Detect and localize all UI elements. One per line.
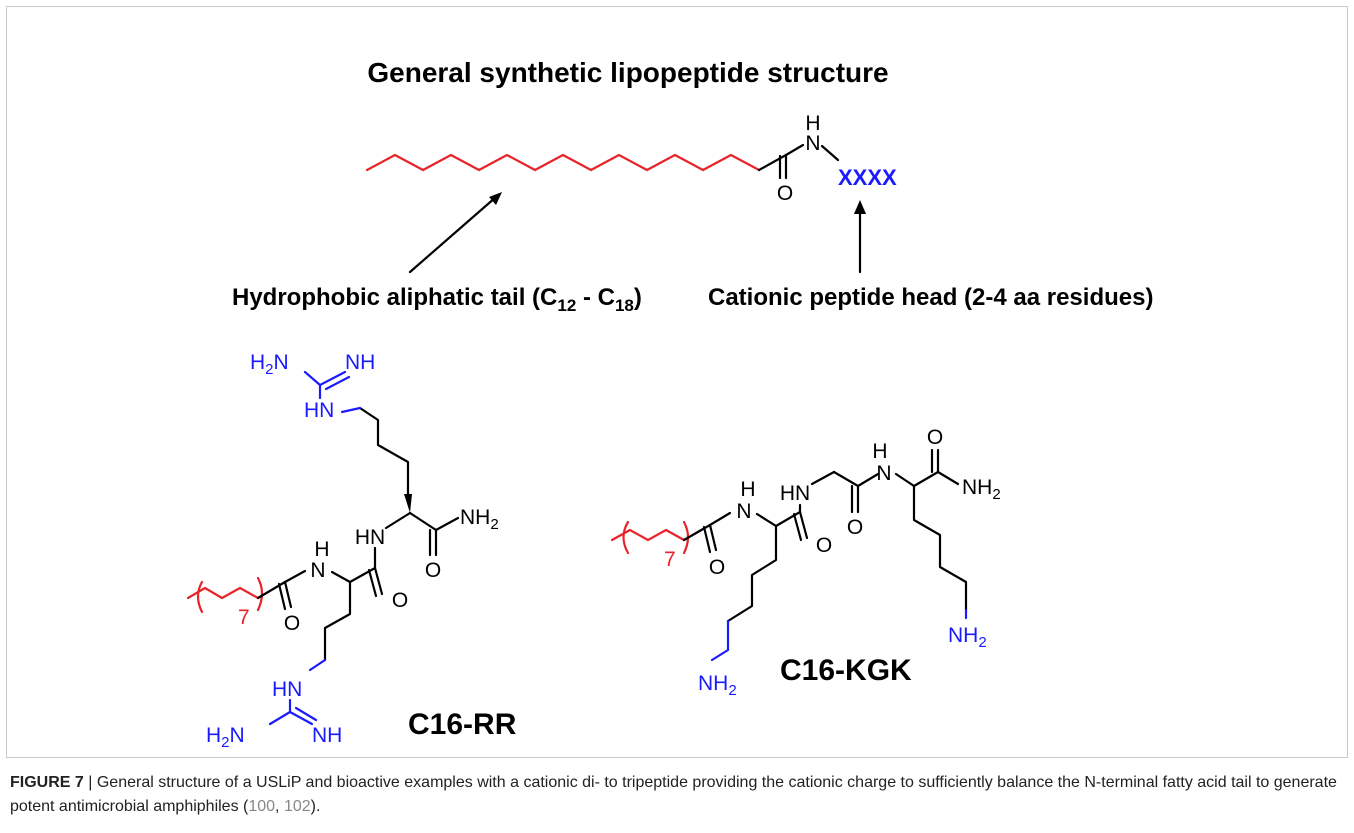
svg-text:O: O	[847, 516, 863, 539]
svg-text:N: N	[736, 500, 751, 523]
c16-kgk-structure: 7 O N H O NH2 HN O N H NH2	[610, 426, 1001, 699]
figure-frame	[6, 6, 1348, 758]
svg-text:HN: HN	[780, 482, 810, 505]
svg-text:H2N: H2N	[206, 724, 245, 751]
lipopeptide-diagram: General synthetic lipopeptide structure …	[186, 57, 1153, 751]
rr-compound-name: C16-RR	[408, 708, 517, 741]
svg-text:H: H	[314, 538, 329, 561]
svg-text:O: O	[927, 426, 943, 449]
peptide-placeholder: XXXX	[838, 165, 897, 190]
tail-label: Hydrophobic aliphatic tail (C12 - C18)	[232, 284, 642, 315]
n-to-peptide-bond	[820, 144, 840, 162]
svg-text:NH2: NH2	[698, 672, 737, 699]
svg-text:O: O	[392, 589, 408, 612]
svg-text:H: H	[872, 440, 887, 463]
ref-link-102[interactable]: 102	[283, 798, 311, 815]
svg-text:O: O	[709, 556, 725, 579]
general-structure: O N H XXXX Hydrophobic aliphatic tail (C…	[232, 112, 1153, 315]
kgk-compound-name: C16-KGK	[780, 654, 912, 687]
tail-arrowhead	[489, 192, 502, 205]
svg-text:H: H	[740, 478, 755, 501]
svg-text:NH: NH	[345, 351, 375, 374]
svg-text:O: O	[816, 534, 832, 557]
svg-text:O: O	[284, 612, 300, 635]
kgk-repeat-count: 7	[664, 548, 676, 571]
amide-backbone	[757, 153, 788, 172]
figure-caption: FIGURE 7 | General structure of a USLiP …	[10, 774, 1337, 815]
svg-text:H2N: H2N	[250, 351, 289, 378]
head-label: Cationic peptide head (2-4 aa residues)	[708, 284, 1153, 311]
amide-hydrogen: H	[805, 112, 820, 135]
figure-label: FIGURE 7	[10, 774, 84, 791]
ref-link-100[interactable]: 100	[248, 798, 276, 815]
c16-rr-structure: 7 O N H O HN H2N NH HN HN H2N	[186, 351, 517, 751]
tail-arrow	[408, 195, 498, 274]
carbonyl-oxygen: O	[777, 182, 793, 205]
svg-text:HN: HN	[272, 678, 302, 701]
rr-repeat-count: 7	[238, 606, 250, 629]
svg-text:NH: NH	[312, 724, 342, 747]
svg-text:HN: HN	[304, 399, 334, 422]
svg-text:NH2: NH2	[962, 476, 1001, 503]
caption-text: General structure of a USLiP and bioacti…	[10, 774, 1337, 815]
amide-nitrogen: N	[805, 132, 820, 155]
svg-text:O: O	[425, 559, 441, 582]
aliphatic-tail-chain	[365, 153, 761, 172]
amide-c-n-bond	[784, 143, 805, 157]
svg-text:NH2: NH2	[460, 506, 499, 533]
svg-text:NH2: NH2	[948, 624, 987, 651]
diagram-title: General synthetic lipopeptide structure	[367, 57, 888, 88]
head-arrowhead	[854, 200, 866, 214]
svg-text:N: N	[876, 462, 891, 485]
svg-text:N: N	[310, 559, 325, 582]
svg-text:HN: HN	[355, 526, 385, 549]
